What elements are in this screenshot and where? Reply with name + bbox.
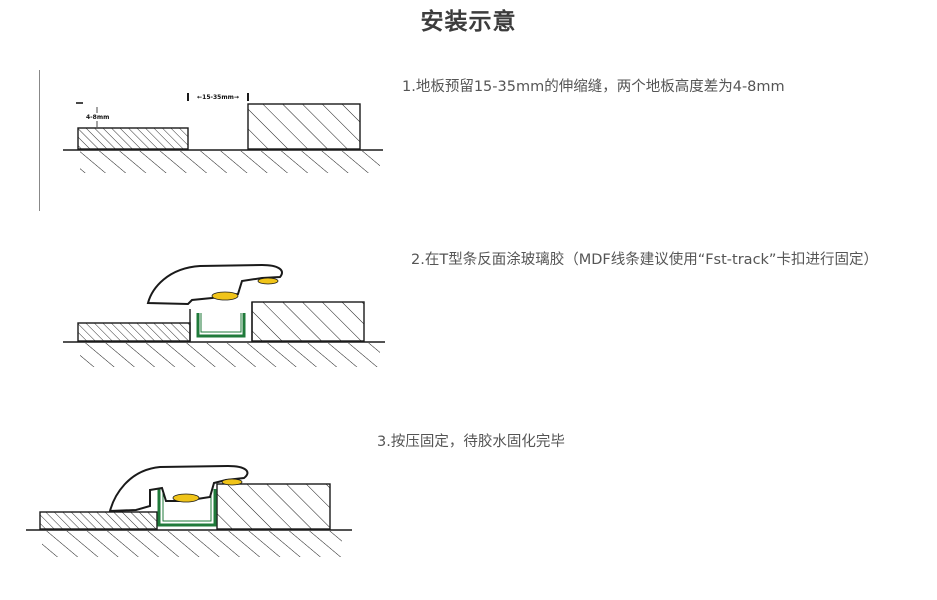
fst-track-clip (157, 489, 217, 527)
glue-dot-center (211, 291, 239, 301)
diagram-3-press-fix (26, 464, 352, 557)
step-3-text: 3.按压固定，待胶水固化完毕 (377, 434, 565, 450)
ground-hatch (80, 343, 380, 367)
divider-line (39, 70, 40, 211)
diagram-2-glue-application (63, 263, 385, 367)
fst-track-clip (196, 313, 246, 338)
glue-dot-center (172, 493, 200, 503)
fst-track-clip-inner (200, 313, 242, 333)
ground-hatch (80, 151, 380, 173)
ground-hatch (42, 531, 342, 557)
step-1-text: 1.地板预留15-35mm的伸缩缝，两个地板高度差为4-8mm (402, 79, 785, 95)
thin-floor-board (77, 127, 189, 150)
page-title: 安装示意 (420, 9, 517, 35)
thick-floor-board (216, 483, 331, 530)
thick-floor-board (247, 103, 361, 150)
glue-dot-right (221, 478, 243, 486)
thick-floor-board (251, 301, 365, 342)
diagram-1-expansion-gap: ←15-35mm→ 4-8mm (63, 93, 383, 173)
t-molding-profile (108, 464, 249, 513)
step-2-text: 2.在T型条反面涂玻璃胶（MDF线条建议使用“Fst-track”卡扣进行固定） (411, 252, 878, 268)
t-molding-profile (146, 263, 283, 306)
thin-floor-board (77, 322, 191, 342)
fst-track-clip-inner (162, 489, 212, 522)
height-dimension-label: 4-8mm (86, 114, 109, 121)
glue-dot-right (257, 277, 279, 285)
gap-dimension-label: ←15-35mm→ (197, 94, 239, 101)
thin-floor-board (39, 511, 158, 530)
